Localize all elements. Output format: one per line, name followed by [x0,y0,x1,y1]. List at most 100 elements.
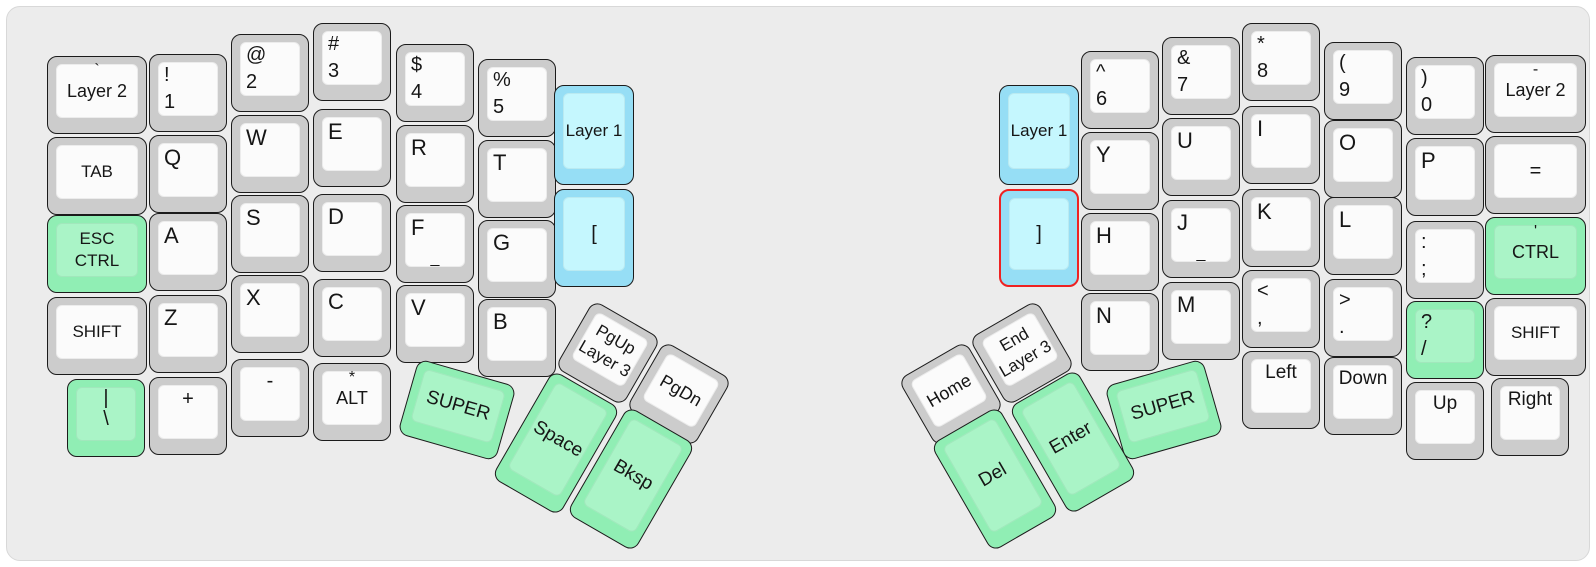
key-asterisk-alt[interactable]: *ALT [313,363,391,441]
key-z[interactable]: Z [149,295,227,373]
key-right-arrow[interactable]: Right [1491,378,1569,456]
keytop: SUPER [1115,368,1211,444]
key-shift-right[interactable]: SHIFT [1485,298,1586,376]
key-i[interactable]: I [1242,106,1320,184]
key-label: ! [164,64,170,86]
key-layer1-right[interactable]: Layer 1 [999,85,1079,185]
keytop: TAB [56,145,138,199]
key-percent-5[interactable]: %5 [478,59,556,137]
keytop: -Layer 2 [1494,61,1577,117]
key-exclam-1[interactable]: !1 [149,54,227,132]
key-label: V [411,295,426,320]
key-lbracket[interactable]: [ [554,189,634,287]
key-question-slash[interactable]: ?/ [1406,301,1484,379]
key-label: G [493,230,511,255]
key-a[interactable]: A [149,213,227,291]
key-gt-period[interactable]: >. [1324,279,1402,357]
key-label: $ [411,54,423,76]
key-minus[interactable]: - [231,359,309,437]
key-u[interactable]: U [1162,118,1240,196]
key-f[interactable]: F_ [396,205,474,283]
key-o[interactable]: O [1324,120,1402,198]
key-hash-3[interactable]: #3 [313,23,391,101]
key-x[interactable]: X [231,275,309,353]
key-colon-semicolon[interactable]: :; [1406,221,1484,299]
keytop: Left [1251,359,1311,413]
key-p[interactable]: P [1406,138,1484,216]
key-label: W [246,125,267,150]
key-at-2[interactable]: @2 [231,34,309,112]
key-amp-7[interactable]: &7 [1162,37,1240,115]
key-rbracket[interactable]: ] [999,189,1079,287]
keytop: *ALT [322,369,382,425]
key-quote-ctrl[interactable]: 'CTRL [1485,217,1586,295]
key-left-arrow[interactable]: Left [1242,351,1320,429]
key-s[interactable]: S [231,195,309,273]
key-grave-layer2[interactable]: `Layer 2 [47,56,147,134]
keytop: `Layer 2 [56,62,138,118]
key-b[interactable]: B [478,299,556,377]
key-q[interactable]: Q [149,135,227,213]
key-layer1-left[interactable]: Layer 1 [554,85,634,185]
key-label: B [493,309,508,334]
key-equals[interactable]: = [1485,136,1586,214]
keytop: $4 [405,52,465,106]
key-k[interactable]: K [1242,189,1320,267]
key-dollar-4[interactable]: $4 [396,44,474,122]
key-r[interactable]: R [396,125,474,203]
key-label: 5 [493,96,505,118]
key-label: ; [1421,258,1427,280]
key-c[interactable]: C [313,279,391,357]
keytop: W [240,123,300,177]
key-label: 3 [328,60,340,82]
key-w[interactable]: W [231,115,309,193]
key-pipe-backslash[interactable]: |\ [67,379,145,457]
key-label: X [246,285,261,310]
key-label: ^ [1096,61,1106,83]
keytop: L [1333,205,1393,259]
keytop: ^6 [1090,59,1150,113]
key-v[interactable]: V [396,285,474,363]
key-label: Home [922,369,975,411]
key-e[interactable]: E [313,109,391,187]
key-l[interactable]: L [1324,197,1402,275]
key-tab[interactable]: TAB [47,137,147,215]
key-y[interactable]: Y [1081,132,1159,210]
key-lt-comma[interactable]: <, [1242,270,1320,348]
key-asterisk-8[interactable]: *8 [1242,23,1320,101]
key-d[interactable]: D [313,194,391,272]
key-label: % [493,69,511,91]
key-label: SUPER [423,386,493,425]
key-up-arrow[interactable]: Up [1406,382,1484,460]
key-j[interactable]: J_ [1162,200,1240,278]
keytop: SHIFT [1494,306,1577,360]
key-plus[interactable]: + [149,377,227,455]
key-h[interactable]: H [1081,213,1159,291]
key-label: ? [1421,311,1433,333]
key-dash-layer2[interactable]: -Layer 2 [1485,55,1586,133]
key-label: - [1532,61,1539,78]
key-label: [ [591,222,597,245]
key-caret-6[interactable]: ^6 [1081,51,1159,129]
key-label: Z [164,305,178,330]
key-super-right[interactable]: SUPER [1104,358,1224,462]
key-t[interactable]: T [478,140,556,218]
key-label: | [103,387,109,409]
key-m[interactable]: M [1162,282,1240,360]
keytop: + [158,385,218,439]
key-label: - [266,370,274,392]
key-label: CTRL [74,251,120,270]
key-lparen-9[interactable]: (9 [1324,42,1402,120]
key-label: U [1177,128,1193,153]
key-shift-left[interactable]: SHIFT [47,297,147,375]
key-n[interactable]: N [1081,293,1159,371]
key-rparen-0[interactable]: )0 [1406,57,1484,135]
key-g[interactable]: G [478,220,556,298]
key-label: N [1096,303,1112,328]
key-label: 6 [1096,88,1108,110]
key-down-arrow[interactable]: Down [1324,357,1402,435]
keytop: *8 [1251,31,1311,85]
